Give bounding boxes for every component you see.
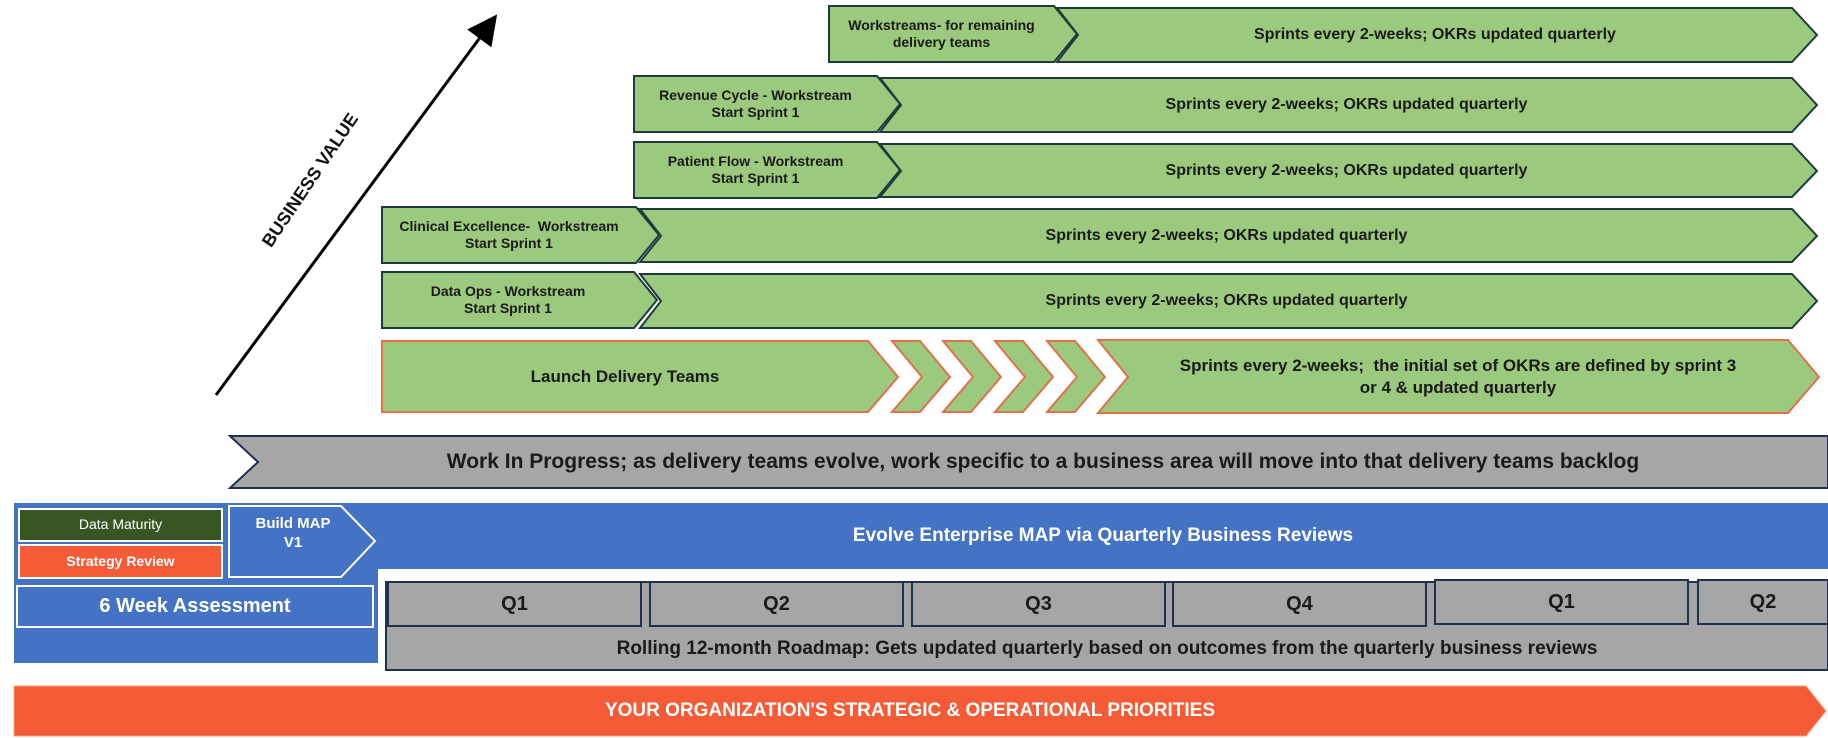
business-value-arrow: [214, 14, 498, 396]
strategy-review-box: [18, 544, 223, 579]
workstream-revenue-cadence: Sprints every 2-weeks; OKRs updated quar…: [1165, 96, 1528, 113]
quarter-label: Q3: [1025, 592, 1052, 615]
quarter-label: Q1: [1548, 590, 1575, 613]
workstream-data-ops-cadence: Sprints every 2-weeks; OKRs updated quar…: [1045, 292, 1408, 309]
workstream-patient-flow-label: Patient Flow - Workstream Start Sprint 1: [634, 142, 877, 198]
quarter-box: [1434, 579, 1689, 625]
strategy-review-label: Strategy Review: [66, 552, 175, 569]
label-line2: Start Sprint 1: [711, 104, 800, 120]
workstream-row-remaining: [828, 5, 1819, 63]
cadence-line1: Sprints every 2-weeks; the initial set o…: [1179, 356, 1737, 376]
workstream-row-revenue-cycle: [633, 75, 1819, 133]
quarter-label: Q2: [763, 592, 790, 615]
map-band: [14, 503, 1828, 663]
quarter-box: [387, 581, 642, 627]
quarter-box: [911, 581, 1166, 627]
workstream-revenue-label: Revenue Cycle - Workstream Start Sprint …: [634, 76, 877, 132]
workstream-remaining-cadence: Sprints every 2-weeks; OKRs updated quar…: [1254, 26, 1616, 43]
quarter-box: [1172, 581, 1427, 627]
build-map-line2: V1: [283, 534, 303, 551]
workstream-clinical-label: Clinical Excellence- Workstream Start Sp…: [382, 207, 636, 263]
label-line1: Data Ops - Workstream: [430, 282, 586, 299]
six-week-label: 6 Week Assessment: [99, 595, 291, 617]
quarter-label: Q1: [501, 592, 528, 615]
workstream-row-patient-flow: [633, 141, 1819, 199]
label-line1: Revenue Cycle - Workstream: [659, 86, 852, 103]
workstream-patient-flow-cadence: Sprints every 2-weeks; OKRs updated quar…: [1165, 161, 1528, 179]
priorities-label: YOUR ORGANIZATION'S STRATEGIC & OPERATIO…: [604, 700, 1216, 722]
quarter-label: Q4: [1286, 592, 1313, 615]
label-line1: Patient Flow - Workstream: [667, 152, 844, 169]
label-line2: Start Sprint 1: [465, 235, 553, 251]
launch-label: Launch Delivery Teams: [530, 366, 720, 386]
roadmap-label: Rolling 12-month Roadmap: Gets updated q…: [616, 637, 1598, 659]
launch-cadence: Sprints every 2-weeks; the initial set o…: [1128, 340, 1788, 413]
build-map-arrow: [228, 505, 377, 578]
quarter-box: [1697, 579, 1828, 625]
wip-band: [227, 435, 1828, 489]
data-maturity-label: Data Maturity: [78, 516, 163, 533]
label-line2: Start Sprint 1: [464, 300, 552, 316]
build-map-label: Build MAP V1: [229, 506, 357, 562]
six-week-box: [16, 585, 374, 628]
label-line2: Start Sprint 1: [711, 170, 800, 186]
priorities-band: [13, 685, 1827, 737]
workstream-data-ops-label: Data Ops - Workstream Start Sprint 1: [382, 272, 634, 328]
map-band-label: Evolve Enterprise MAP via Quarterly Busi…: [852, 525, 1354, 547]
workstream-row-clinical-excellence: [381, 206, 1819, 264]
workstream-row-data-ops: [381, 271, 1819, 329]
label-line1: Workstreams- for remaining: [848, 16, 1035, 33]
quarter-label: Q2: [1749, 590, 1777, 613]
data-maturity-box: [18, 508, 223, 542]
wip-label: Work In Progress; as delivery teams evol…: [446, 449, 1640, 473]
workstream-clinical-cadence: Sprints every 2-weeks; OKRs updated quar…: [1045, 226, 1408, 244]
label-line1: Clinical Excellence- Workstream: [399, 217, 619, 234]
label-line2: delivery teams: [892, 34, 991, 50]
build-map-line1: Build MAP: [255, 515, 331, 533]
quarter-box: [649, 581, 904, 627]
launch-row: [381, 339, 1821, 414]
workstream-remaining-label: Workstreams- for remaining delivery team…: [829, 6, 1054, 62]
cadence-line2: or 4 & updated quarterly: [1359, 377, 1557, 397]
